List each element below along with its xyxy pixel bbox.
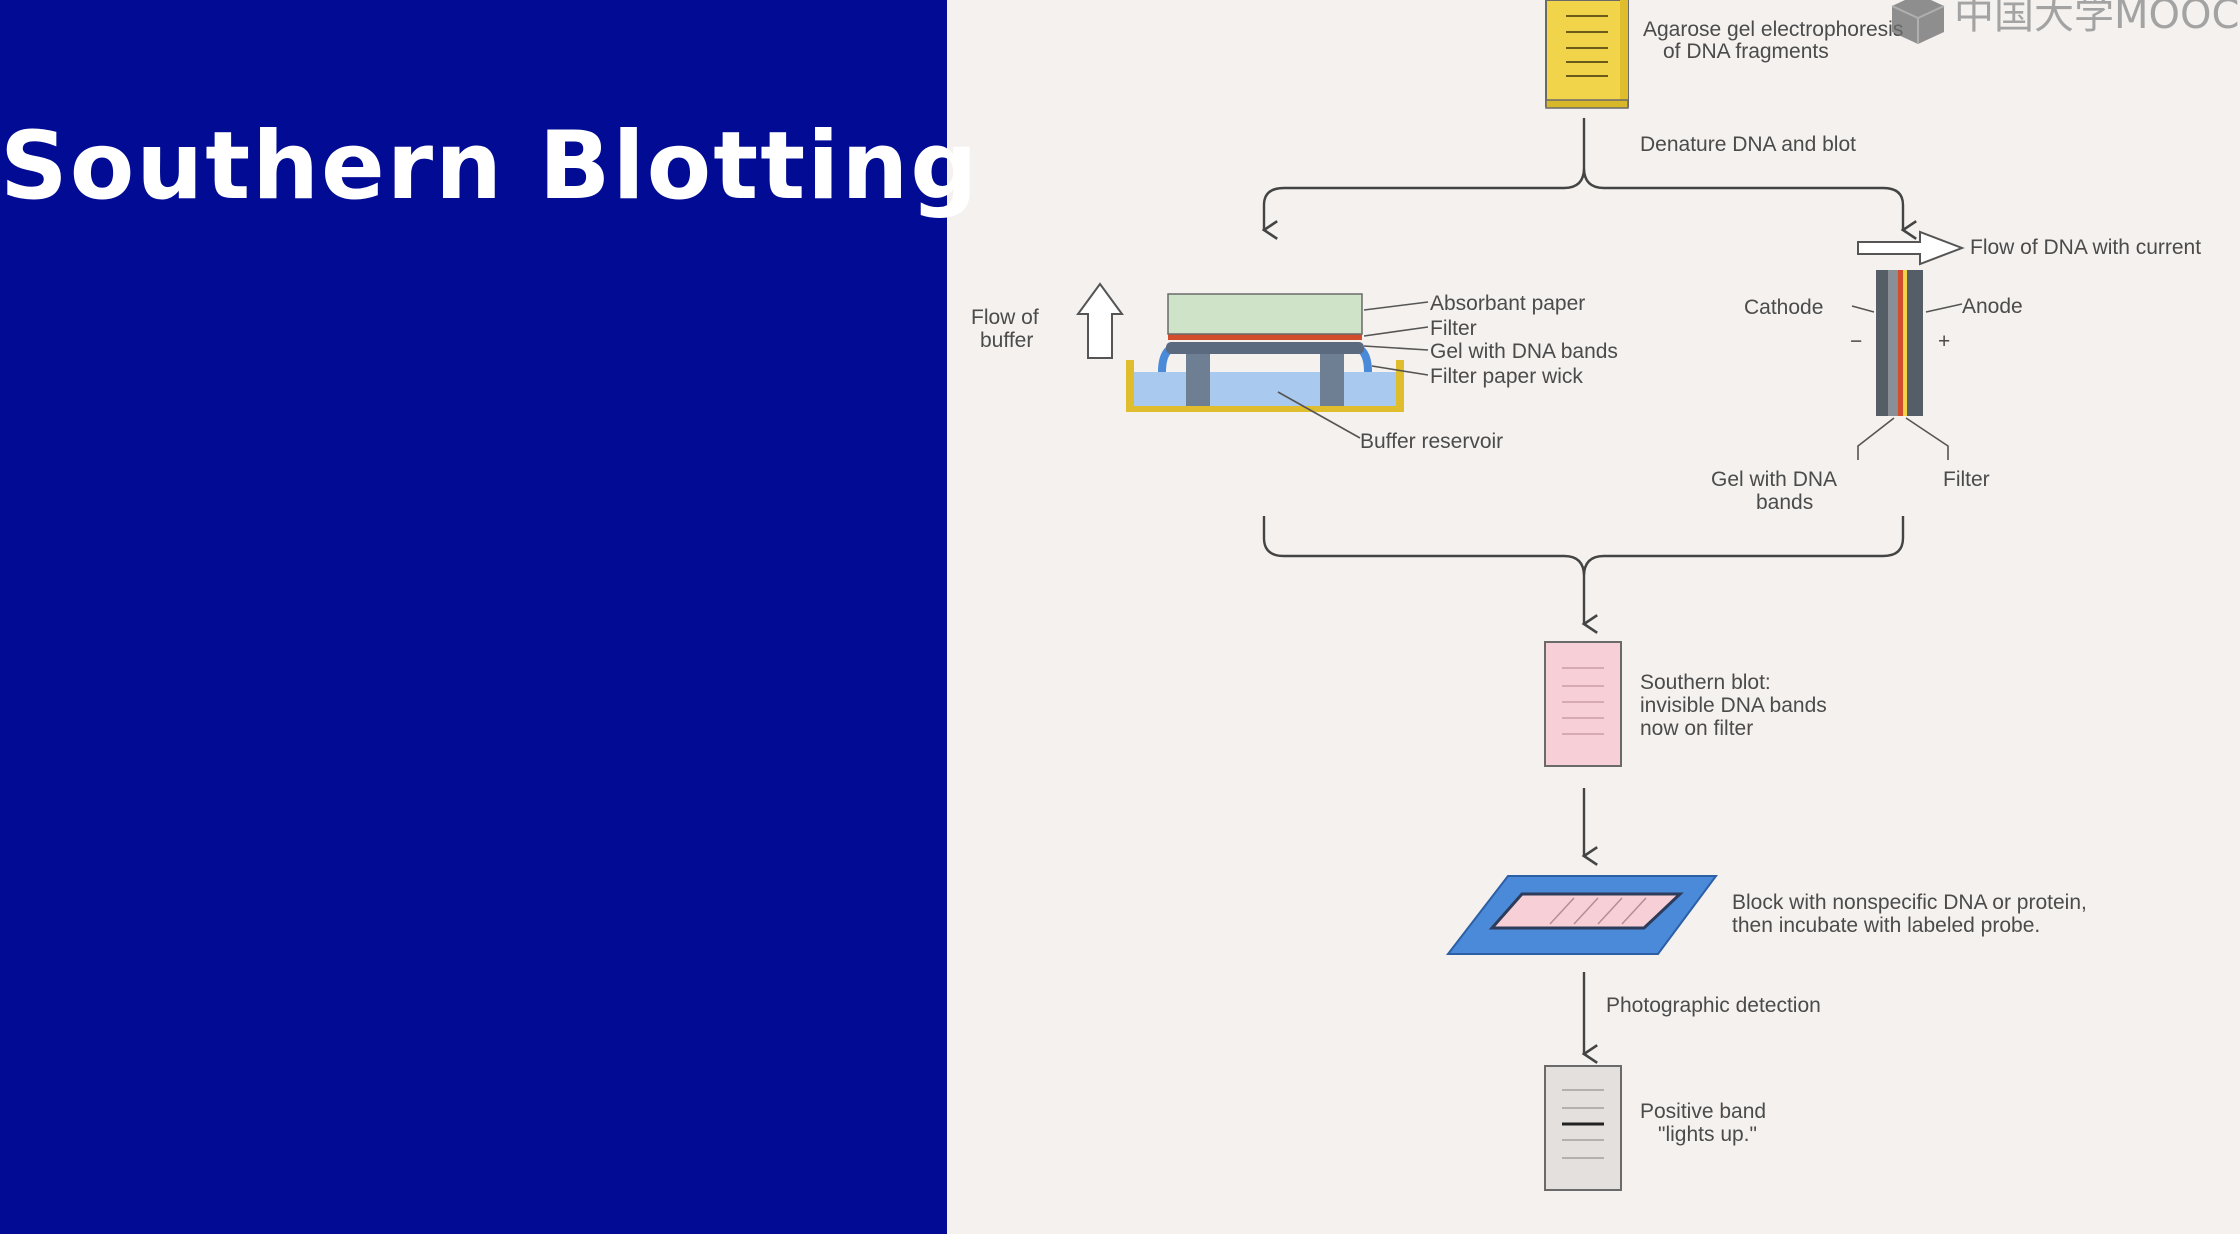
flow-of-buffer-label: Flow of <box>971 306 1039 329</box>
southern-blot-diagram: Agarose gel electrophoresis of DNA fragm… <box>971 0 2239 1191</box>
electro-gel-label-2: bands <box>1756 491 1813 514</box>
filter-label: Filter <box>1430 317 1477 340</box>
split-bracket <box>1261 167 1917 240</box>
buffer-reservoir-label: Buffer reservoir <box>1360 430 1503 453</box>
flow-of-buffer-label-2: buffer <box>980 329 1033 352</box>
mooc-watermark: 中国大学MOOC <box>1891 0 2239 44</box>
southern-blot-label: Southern blot: <box>1640 671 1771 694</box>
block-incubate-label-2: then incubate with labeled probe. <box>1732 914 2040 937</box>
electro-gel-label: Gel with DNA <box>1711 468 1837 491</box>
probe-incubation-tray <box>1445 875 1718 955</box>
capillary-blot-apparatus <box>1126 293 1404 412</box>
denature-label: Denature DNA and blot <box>1640 133 1856 156</box>
electro-leader-lines <box>1851 303 1963 460</box>
developed-film <box>1544 1065 1622 1191</box>
gel-electrophoresis-label: Agarose gel electrophoresis <box>1643 18 1903 41</box>
cathode-label: Cathode <box>1744 296 1823 319</box>
filter-paper-wick-label: Filter paper wick <box>1430 365 1583 388</box>
slide-title: Southern Blotting <box>0 112 980 221</box>
title-panel: Southern Blotting <box>0 0 978 1234</box>
flow-of-dna-arrow <box>1857 230 1965 266</box>
minus-sign: − <box>1850 330 1862 353</box>
capillary-leader-lines <box>1277 301 1429 439</box>
agarose-gel <box>1545 0 1629 109</box>
positive-band-label: Positive band <box>1640 1100 1766 1123</box>
photographic-detection-label: Photographic detection <box>1606 994 1821 1017</box>
electro-filter-label: Filter <box>1943 468 1990 491</box>
flow-of-dna-label: Flow of DNA with current <box>1970 236 2201 259</box>
positive-band-label-2: "lights up." <box>1658 1123 1757 1146</box>
plus-sign: + <box>1938 330 1950 353</box>
watermark-text: 中国大学MOOC <box>1954 0 2239 38</box>
southern-blot-label-2: invisible DNA bands <box>1640 694 1827 717</box>
southern-blot-label-3: now on filter <box>1640 717 1753 740</box>
gel-electrophoresis-label-2: of DNA fragments <box>1663 40 1829 63</box>
block-incubate-label: Block with nonspecific DNA or protein, <box>1732 891 2087 914</box>
absorbant-paper-label: Absorbant paper <box>1430 292 1585 315</box>
southern-blot-filter <box>1544 641 1622 767</box>
anode-label: Anode <box>1962 295 2023 318</box>
gel-with-dna-bands-label: Gel with DNA bands <box>1430 340 1618 363</box>
electroblot-apparatus <box>1876 270 1923 416</box>
merge-bracket <box>1262 516 1905 577</box>
flow-of-buffer-arrow <box>1076 282 1124 359</box>
